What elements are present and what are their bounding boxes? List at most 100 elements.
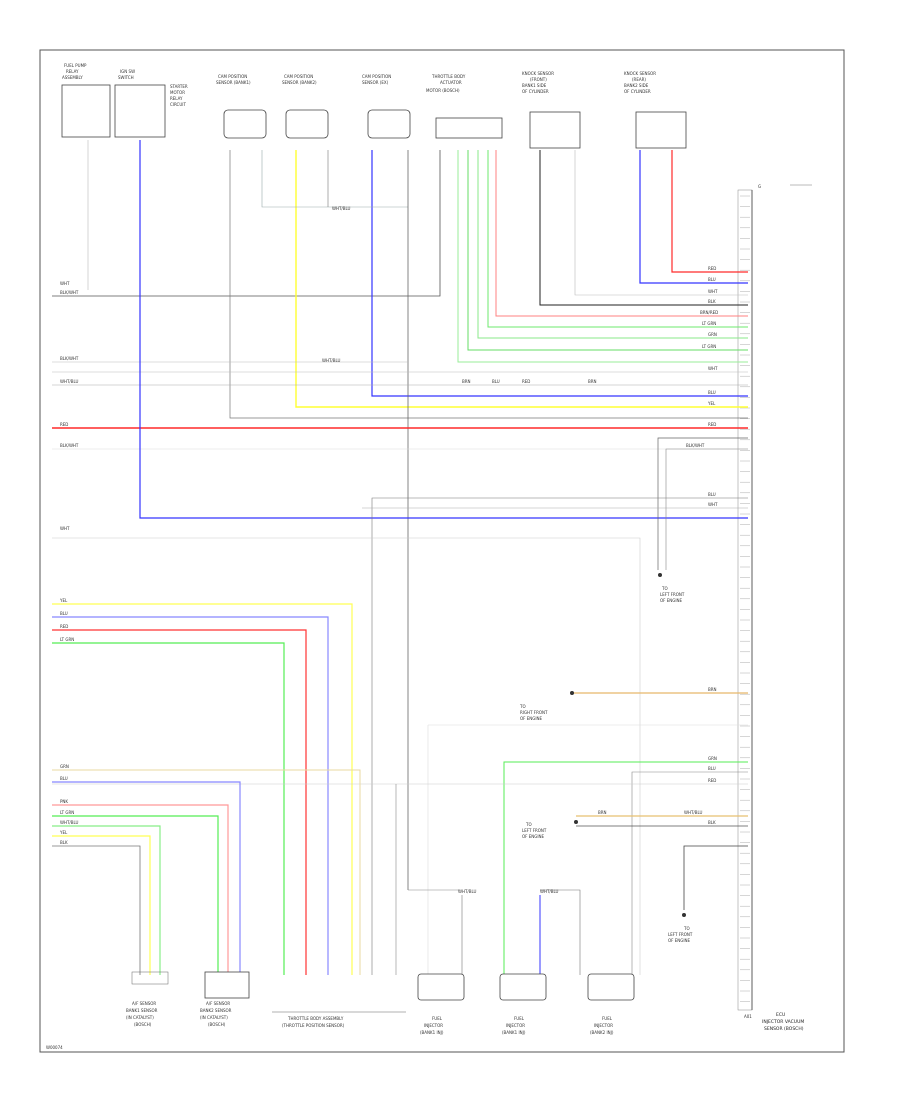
bottom-6-name-a: FUEL xyxy=(602,1016,613,1021)
ground-3-label: TO xyxy=(525,822,532,827)
cam-sensor-ex: CAM POSITION SENSOR (EX) xyxy=(362,74,411,139)
comp-5-name-b: SENSOR (EX) xyxy=(362,80,389,85)
comp-8-name-d: OF CYLINDER xyxy=(624,89,651,94)
ground-3-name-b: OF ENGINE xyxy=(522,834,545,839)
left-label-b: WHT xyxy=(60,281,70,286)
ecu-pin-label-6: LT GRN xyxy=(702,321,716,326)
wire-label-1: WHT/BLU xyxy=(332,206,351,211)
left-label-c: BLK/WHT xyxy=(60,356,79,361)
left-label-r: BLK xyxy=(60,840,68,845)
comp-7-name-a: KNOCK SENSOR xyxy=(522,71,554,76)
comp-3-name-a: CAM POSITION xyxy=(218,74,247,79)
ecu-pin-label-4: BLK xyxy=(708,299,716,304)
comp-6-name-c: MOTOR (BOSCH) xyxy=(426,88,460,93)
comp-3-name-b: SENSOR (BANK1) xyxy=(216,80,251,85)
bottom-5-name-b: INJECTOR xyxy=(506,1023,525,1028)
bottom-1-name-a: A/F SENSOR xyxy=(132,1001,156,1006)
left-label-k: LT GRN xyxy=(60,637,74,642)
comp-2-note-b: MOTOR xyxy=(170,90,185,95)
bottom-3-name-a: THROTTLE BODY ASSEMBLY xyxy=(287,1016,344,1021)
comp-4-name-a: CAM POSITION xyxy=(284,74,313,79)
left-label-i: BLU xyxy=(60,611,68,616)
comp-7-name-c: BANK1 SIDE xyxy=(522,83,547,88)
comp-2-note-d: CIRCUIT xyxy=(170,102,186,107)
comp-1-name-b: RELAY xyxy=(66,69,79,74)
bottom-5-name-a: FUEL xyxy=(514,1016,525,1021)
bottom-2-name-a: A/F SENSOR xyxy=(206,1001,230,1006)
comp-2-note-a: STARTER xyxy=(170,84,188,89)
comp-7-name-b: (FRONT) xyxy=(530,77,547,82)
bottom-1-name-b: BANK1 SENSOR xyxy=(126,1008,158,1013)
af-sensor-bank1: A/F SENSOR BANK1 SENSOR (IN CATALYST) (B… xyxy=(126,971,169,1027)
bottom-4-name-b: INJECTOR xyxy=(424,1023,443,1028)
throttle-body-assembly: THROTTLE BODY ASSEMBLY (THROTTLE POSITIO… xyxy=(272,1011,406,1028)
ground-4-name-b: OF ENGINE xyxy=(668,938,691,943)
ecu-pin-label-12: RED xyxy=(708,422,716,427)
ground-2-label: TO xyxy=(519,704,526,709)
ecu-pin-label-5: BRN/RED xyxy=(700,310,718,315)
ecu-pin-label-7: GRN xyxy=(708,332,717,337)
ecu-pin-label-10: BLU xyxy=(708,390,716,395)
ecu-connector: A01 G ECU INJECTOR VACUUM SENSOR (BOSCH) xyxy=(737,184,812,1032)
ecu-pin-ticks xyxy=(740,195,750,1002)
wire-label-9: BRN xyxy=(598,810,607,815)
ecu-pin-labels: RED BLU WHT BLK BRN/RED LT GRN GRN LT GR… xyxy=(684,266,718,825)
wire-label-3: BRN xyxy=(462,379,471,384)
ground-1: TO LEFT FRONT OF ENGINE xyxy=(658,573,685,603)
bottom-3-name-b: (THROTTLE POSITION SENSOR) xyxy=(282,1023,345,1028)
comp-2-name-b: SWITCH xyxy=(118,75,134,80)
comp-2-name-a: IGN SW xyxy=(120,69,135,74)
comp-2-note-c: RELAY xyxy=(170,96,183,101)
cam-sensor-bank2: CAM POSITION SENSOR (BANK2) xyxy=(282,74,329,139)
left-label-h: YEL xyxy=(59,598,68,603)
wire-label-5: RED xyxy=(522,379,530,384)
ecu-pin-label-14: BLU xyxy=(708,492,716,497)
ecu-pin-label-9: WHT xyxy=(708,366,718,371)
ground-1-name-b: OF ENGINE xyxy=(660,598,683,603)
ecu-pin-top: G xyxy=(758,184,761,189)
left-label-m: BLU xyxy=(60,776,68,781)
ground-4: TO LEFT FRONT OF ENGINE xyxy=(668,913,693,943)
bottom-2-name-b: BANK2 SENSOR xyxy=(200,1008,232,1013)
ground-3: TO LEFT FRONT OF ENGINE xyxy=(522,820,578,839)
bottom-2-name-d: (BOSCH) xyxy=(208,1022,226,1027)
left-label-o: LT GRN xyxy=(60,810,74,815)
wire-label-8: WHT/BLU xyxy=(540,889,559,894)
ecu-pin-label-1: RED xyxy=(708,266,716,271)
ecu-pin-label-21: BLK xyxy=(708,820,716,825)
left-label-l: GRN xyxy=(60,764,69,769)
wires xyxy=(52,140,748,975)
comp-1-name-c: ASSEMBLY xyxy=(62,75,83,80)
ground-4-label: TO xyxy=(683,926,690,931)
comp-7-name-d: OF CYLINDER xyxy=(522,89,549,94)
left-label-j: RED xyxy=(60,624,68,629)
left-label-p: WHT/BLU xyxy=(60,820,79,825)
ground-4-name-a: LEFT FRONT xyxy=(668,932,693,937)
mid-wire-labels: WHT/BLU WHT/BLU BRN BLU RED BRN WHT/BLU … xyxy=(322,206,607,894)
ground-2: TO RIGHT FRONT OF ENGINE xyxy=(519,691,574,721)
comp-6-name-a: THROTTLE BODY xyxy=(431,74,466,79)
ecu-pin-label-18: BLU xyxy=(708,766,716,771)
left-label-a: BLK/WHT xyxy=(60,290,79,295)
ecu-pin-label-20: WHT/BLU xyxy=(684,810,703,815)
bottom-1-name-c: (IN CATALYST) xyxy=(126,1015,154,1020)
ground-2-name-b: OF ENGINE xyxy=(520,716,543,721)
comp-5-name-a: CAM POSITION xyxy=(362,74,391,79)
bottom-5-name-c: (BANK1 INJ) xyxy=(502,1030,526,1035)
ecu-pin-label-13: BLK/WHT xyxy=(686,443,705,448)
throttle-actuator: THROTTLE BODY ACTUATOR MOTOR (BOSCH) xyxy=(426,74,503,139)
bottom-4-name-a: FUEL xyxy=(432,1016,443,1021)
ground-1-label: TO xyxy=(661,586,668,591)
ecu-pin-label-16: BRN xyxy=(708,687,717,692)
left-label-g: WHT xyxy=(60,526,70,531)
comp-4-name-b: SENSOR (BANK2) xyxy=(282,80,317,85)
left-label-d: WHT/BLU xyxy=(60,379,79,384)
ignition-switch: IGN SW SWITCH STARTER MOTOR RELAY CIRCUI… xyxy=(114,69,188,138)
left-label-q: YEL xyxy=(59,830,68,835)
wire-label-4: BLU xyxy=(492,379,500,384)
ecu-pin-label-2: BLU xyxy=(708,277,716,282)
left-label-e: RED xyxy=(60,422,68,427)
ecu-pin-bottom: A01 xyxy=(744,1014,752,1019)
knock-sensor-front: KNOCK SENSOR (FRONT) BANK1 SIDE OF CYLIN… xyxy=(522,71,581,149)
